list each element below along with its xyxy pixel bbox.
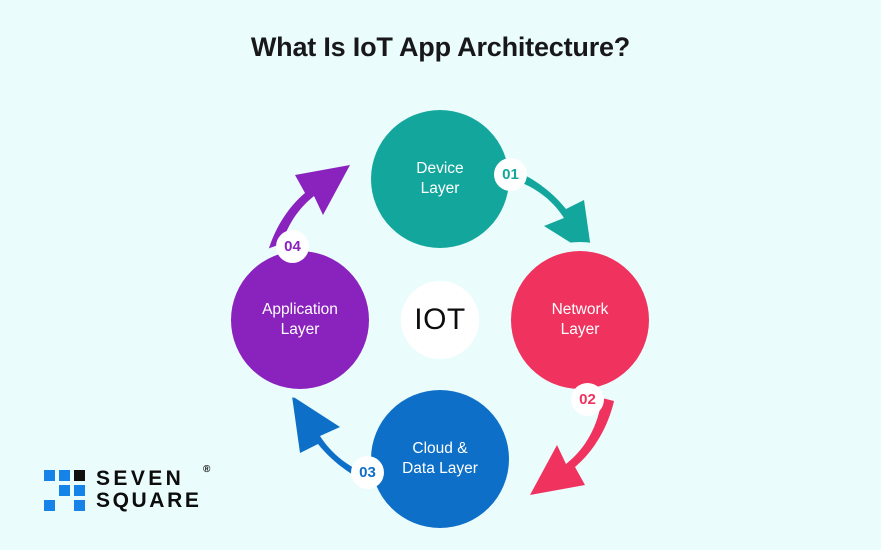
step-badge-04: 04: [276, 230, 309, 263]
node-label-line-2: Layer: [280, 321, 320, 338]
node-application-layer[interactable]: Application Layer: [231, 251, 369, 389]
page-title: What Is IoT App Architecture?: [250, 32, 631, 62]
logo-mark-cell-0-2: [74, 469, 85, 481]
iot-architecture-diagram: Device Layer Network Layer Cloud & Data …: [200, 96, 681, 550]
node-network-layer[interactable]: Network Layer: [511, 251, 649, 389]
arrow-layer: [266, 165, 614, 495]
logo-mark-cell-1-2: [74, 484, 85, 496]
logo-mark-cell-2-2: [74, 499, 85, 511]
iot-core-label: IOT: [401, 281, 479, 359]
arrow-application-to-device: [266, 165, 350, 261]
node-label-line-2: Data Layer: [402, 460, 478, 477]
logo-mark-cell-0-0: [44, 469, 55, 481]
logo-mark-cell-1-0: [44, 485, 55, 496]
step-badge-02: 02: [571, 383, 604, 416]
node-label-line-1: Cloud &: [412, 440, 468, 458]
arrow-cloud-to-application: [292, 396, 382, 488]
logo-line-1: SEVEN: [96, 467, 185, 491]
logo-mark-cell-0-1: [59, 469, 70, 481]
node-label-line-2: Layer: [420, 180, 460, 197]
node-label-line-1: Network: [551, 301, 609, 319]
node-label-line-1: Device: [416, 160, 464, 178]
node-device-layer-label: Device Layer: [416, 159, 463, 199]
arrow-device-to-network: [500, 166, 592, 256]
logo-mark-cell-1-1: [59, 484, 70, 496]
logo-line-2: SQUARE: [96, 489, 202, 513]
arrow-network-to-cloud: [530, 398, 614, 495]
step-badge-03: 03: [351, 456, 384, 489]
node-cloud-data-layer-label: Cloud & Data Layer: [402, 439, 478, 479]
node-cloud-data-layer[interactable]: Cloud & Data Layer: [371, 390, 509, 528]
logo-mark-cell-2-0: [44, 499, 55, 511]
node-label-line-1: Application: [262, 301, 338, 319]
seven-square-logo-text: SEVEN SQUARE ®: [96, 464, 210, 513]
node-application-layer-label: Application Layer: [262, 300, 338, 340]
registered-trademark-icon: ®: [203, 464, 211, 476]
seven-square-logo-mark-icon: [44, 469, 85, 511]
logo-mark-cell-2-1: [59, 500, 70, 511]
node-label-line-2: Layer: [560, 321, 600, 338]
node-device-layer[interactable]: Device Layer: [371, 110, 509, 248]
seven-square-logo[interactable]: SEVEN SQUARE ®: [44, 464, 210, 513]
step-badge-01: 01: [494, 158, 527, 191]
node-network-layer-label: Network Layer: [552, 300, 609, 340]
